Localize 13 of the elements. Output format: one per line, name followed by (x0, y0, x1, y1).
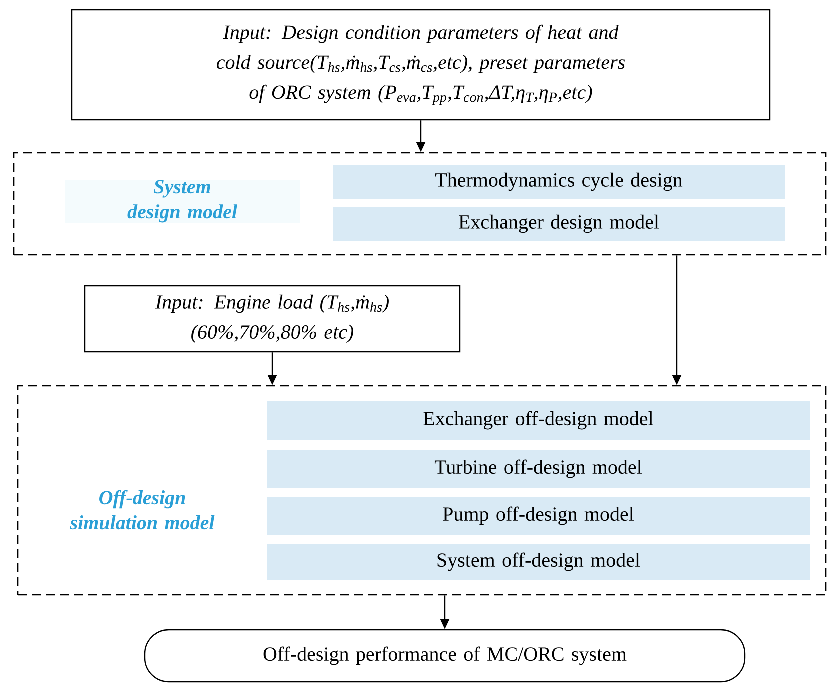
dashed-group-box (17, 385, 827, 596)
model-box: Exchanger off-design model (267, 401, 810, 440)
model-box: Thermodynamics cycle design (333, 165, 785, 199)
input-box: Input: Design condition parameters of heat and cold source(T$_{hs}$,ṁ$_{hs}$,T$_{cs}$,ṁ$_{cs}$,etc), preset parameters of ORC system (P$_{eva}$,T$_{pp}$,T$_{con}$,ΔT,η$_{T}$,η$_{P}$,etc) (71, 9, 771, 121)
dashed-group-box (13, 152, 827, 256)
model-box: Exchanger design model (333, 207, 785, 241)
model-box: Turbine off-design model (267, 450, 810, 488)
group-title: System design model (65, 180, 300, 223)
model-box: Pump off-design model (267, 497, 810, 535)
group-title: Off-design simulation model (70, 490, 215, 530)
output-box: Off-design performance of MC/ORC system (144, 629, 746, 683)
input-box: Input: Engine load (T$_{hs}$,ṁ$_{hs}$) (60%,70%,80% etc) (84, 285, 461, 353)
model-box: System off-design model (267, 544, 810, 580)
